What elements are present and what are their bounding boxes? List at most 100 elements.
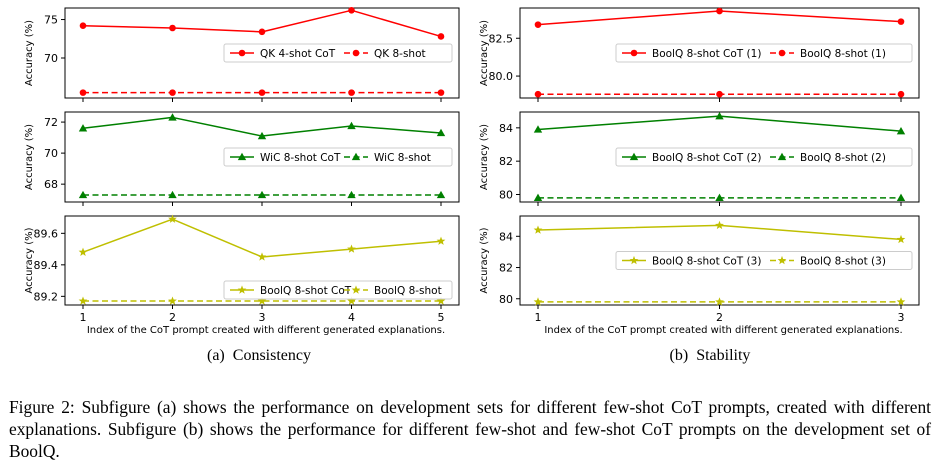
y-axis-label: Accuracy (%) (479, 227, 490, 293)
data-point (347, 296, 356, 305)
data-point (533, 125, 543, 133)
subcaption-a-text: Consistency (232, 347, 311, 364)
data-point (534, 90, 542, 98)
y-tick-label: 84 (499, 230, 513, 243)
y-tick-label: 89.2 (34, 290, 59, 303)
legend-swatch-marker (629, 255, 639, 265)
y-tick-label: 89.4 (34, 259, 59, 272)
legend-swatch-marker (237, 285, 247, 294)
x-tick-label: 3 (898, 311, 905, 324)
data-point (715, 220, 724, 230)
legend: BoolQ 8-shot CoT (3)BoolQ 8-shot (3) (615, 251, 913, 270)
data-point (896, 126, 906, 135)
y-tick-label: 82 (499, 155, 513, 168)
y-axis-label: Accuracy (%) (24, 227, 35, 293)
series-line-1 (537, 224, 902, 241)
x-tick-label: 5 (438, 311, 445, 324)
subcaption-a-label: (a) (207, 347, 225, 364)
data-point (534, 21, 542, 28)
legend-swatch-marker (237, 152, 247, 161)
legend-swatch-marker (629, 152, 639, 161)
chart-panel-a-3: 89.2 89.4 89.6 1 2 3 4 5 Accuracy (%) Index of th… (24, 214, 460, 336)
legend-label: BoolQ 8-shot (374, 285, 442, 297)
legend-box (615, 147, 913, 167)
data-point (348, 7, 355, 14)
data-point (896, 297, 906, 306)
legend-label: BoolQ 8-shot CoT (3) (652, 256, 761, 268)
data-point (897, 90, 905, 98)
data-point (896, 193, 906, 201)
data-point (257, 252, 267, 261)
legend-label: BoolQ 8-shot CoT (1) (652, 48, 761, 60)
data-point (257, 190, 267, 199)
legend-box (223, 43, 453, 63)
x-tick-label: 1 (535, 311, 542, 324)
y-tick-label: 89.6 (34, 227, 59, 240)
data-point (533, 193, 543, 201)
data-point (896, 234, 906, 244)
x-tick-label: 3 (259, 311, 266, 324)
x-tick-label: 1 (80, 311, 87, 324)
data-point (257, 296, 267, 305)
legend: QK 4-shot CoT QK 8-shot (223, 43, 453, 63)
x-tick-label: 2 (169, 311, 176, 324)
legend-swatch-marker (352, 49, 360, 57)
legend-label: BoolQ 8-shot (1) (800, 48, 886, 60)
data-point (533, 225, 543, 234)
data-point (716, 90, 723, 98)
data-point (716, 7, 723, 15)
data-point (533, 297, 543, 306)
legend-swatch-marker (351, 285, 361, 294)
legend-swatch-marker (238, 49, 246, 57)
data-point (258, 89, 266, 96)
legend-swatch-marker (778, 49, 786, 57)
y-tick-label: 72 (44, 116, 58, 129)
subcaption-b-label: (b) (669, 347, 689, 364)
data-point (169, 89, 176, 96)
legend: BoolQ 8-shot CoT (2)BoolQ 8-shot (2) (615, 147, 913, 167)
legend-label: WiC 8-shot CoT (260, 152, 341, 164)
y-tick-label: 80 (499, 293, 513, 306)
y-axis-label: Accuracy (%) (24, 124, 35, 190)
series-line-1 (82, 218, 442, 258)
y-tick-label: 70 (44, 147, 58, 160)
subcaption-b: (b) Stability (510, 347, 910, 365)
data-point (436, 296, 446, 305)
data-point (897, 18, 905, 25)
y-tick-label: 68 (44, 178, 58, 191)
data-point (715, 297, 724, 306)
y-axis-label: Accuracy (%) (479, 124, 490, 190)
data-point (347, 190, 356, 199)
legend-label: QK 4-shot CoT (260, 48, 336, 60)
legend-label: QK 8-shot (374, 48, 426, 60)
data-point (79, 22, 87, 29)
data-point (78, 190, 88, 199)
legend-label: BoolQ 8-shot (2) (800, 152, 886, 164)
data-point (436, 128, 446, 137)
legend: BoolQ 8-shot CoT (1) BoolQ 8-shot (1) (615, 43, 913, 63)
subcaption-b-text: Stability (696, 347, 751, 364)
x-tick-label: 2 (716, 311, 723, 324)
data-point (257, 131, 267, 140)
data-point (168, 190, 177, 199)
legend-swatch-marker (351, 152, 361, 161)
y-tick-label: 75 (44, 14, 58, 27)
legend-label: WiC 8-shot (374, 152, 431, 164)
data-point (169, 24, 176, 32)
x-tick-label: 4 (348, 311, 355, 324)
x-axis-label: Index of the CoT prompt created with dif… (87, 325, 445, 336)
legend-box (615, 251, 913, 270)
legend: BoolQ 8-shot CoT BoolQ 8-shot (223, 280, 453, 300)
y-tick-label: 84 (499, 122, 513, 135)
data-point (715, 111, 724, 120)
data-point (348, 89, 355, 96)
data-point (79, 89, 87, 96)
data-point (168, 296, 177, 305)
legend-label: BoolQ 8-shot CoT (260, 285, 352, 297)
